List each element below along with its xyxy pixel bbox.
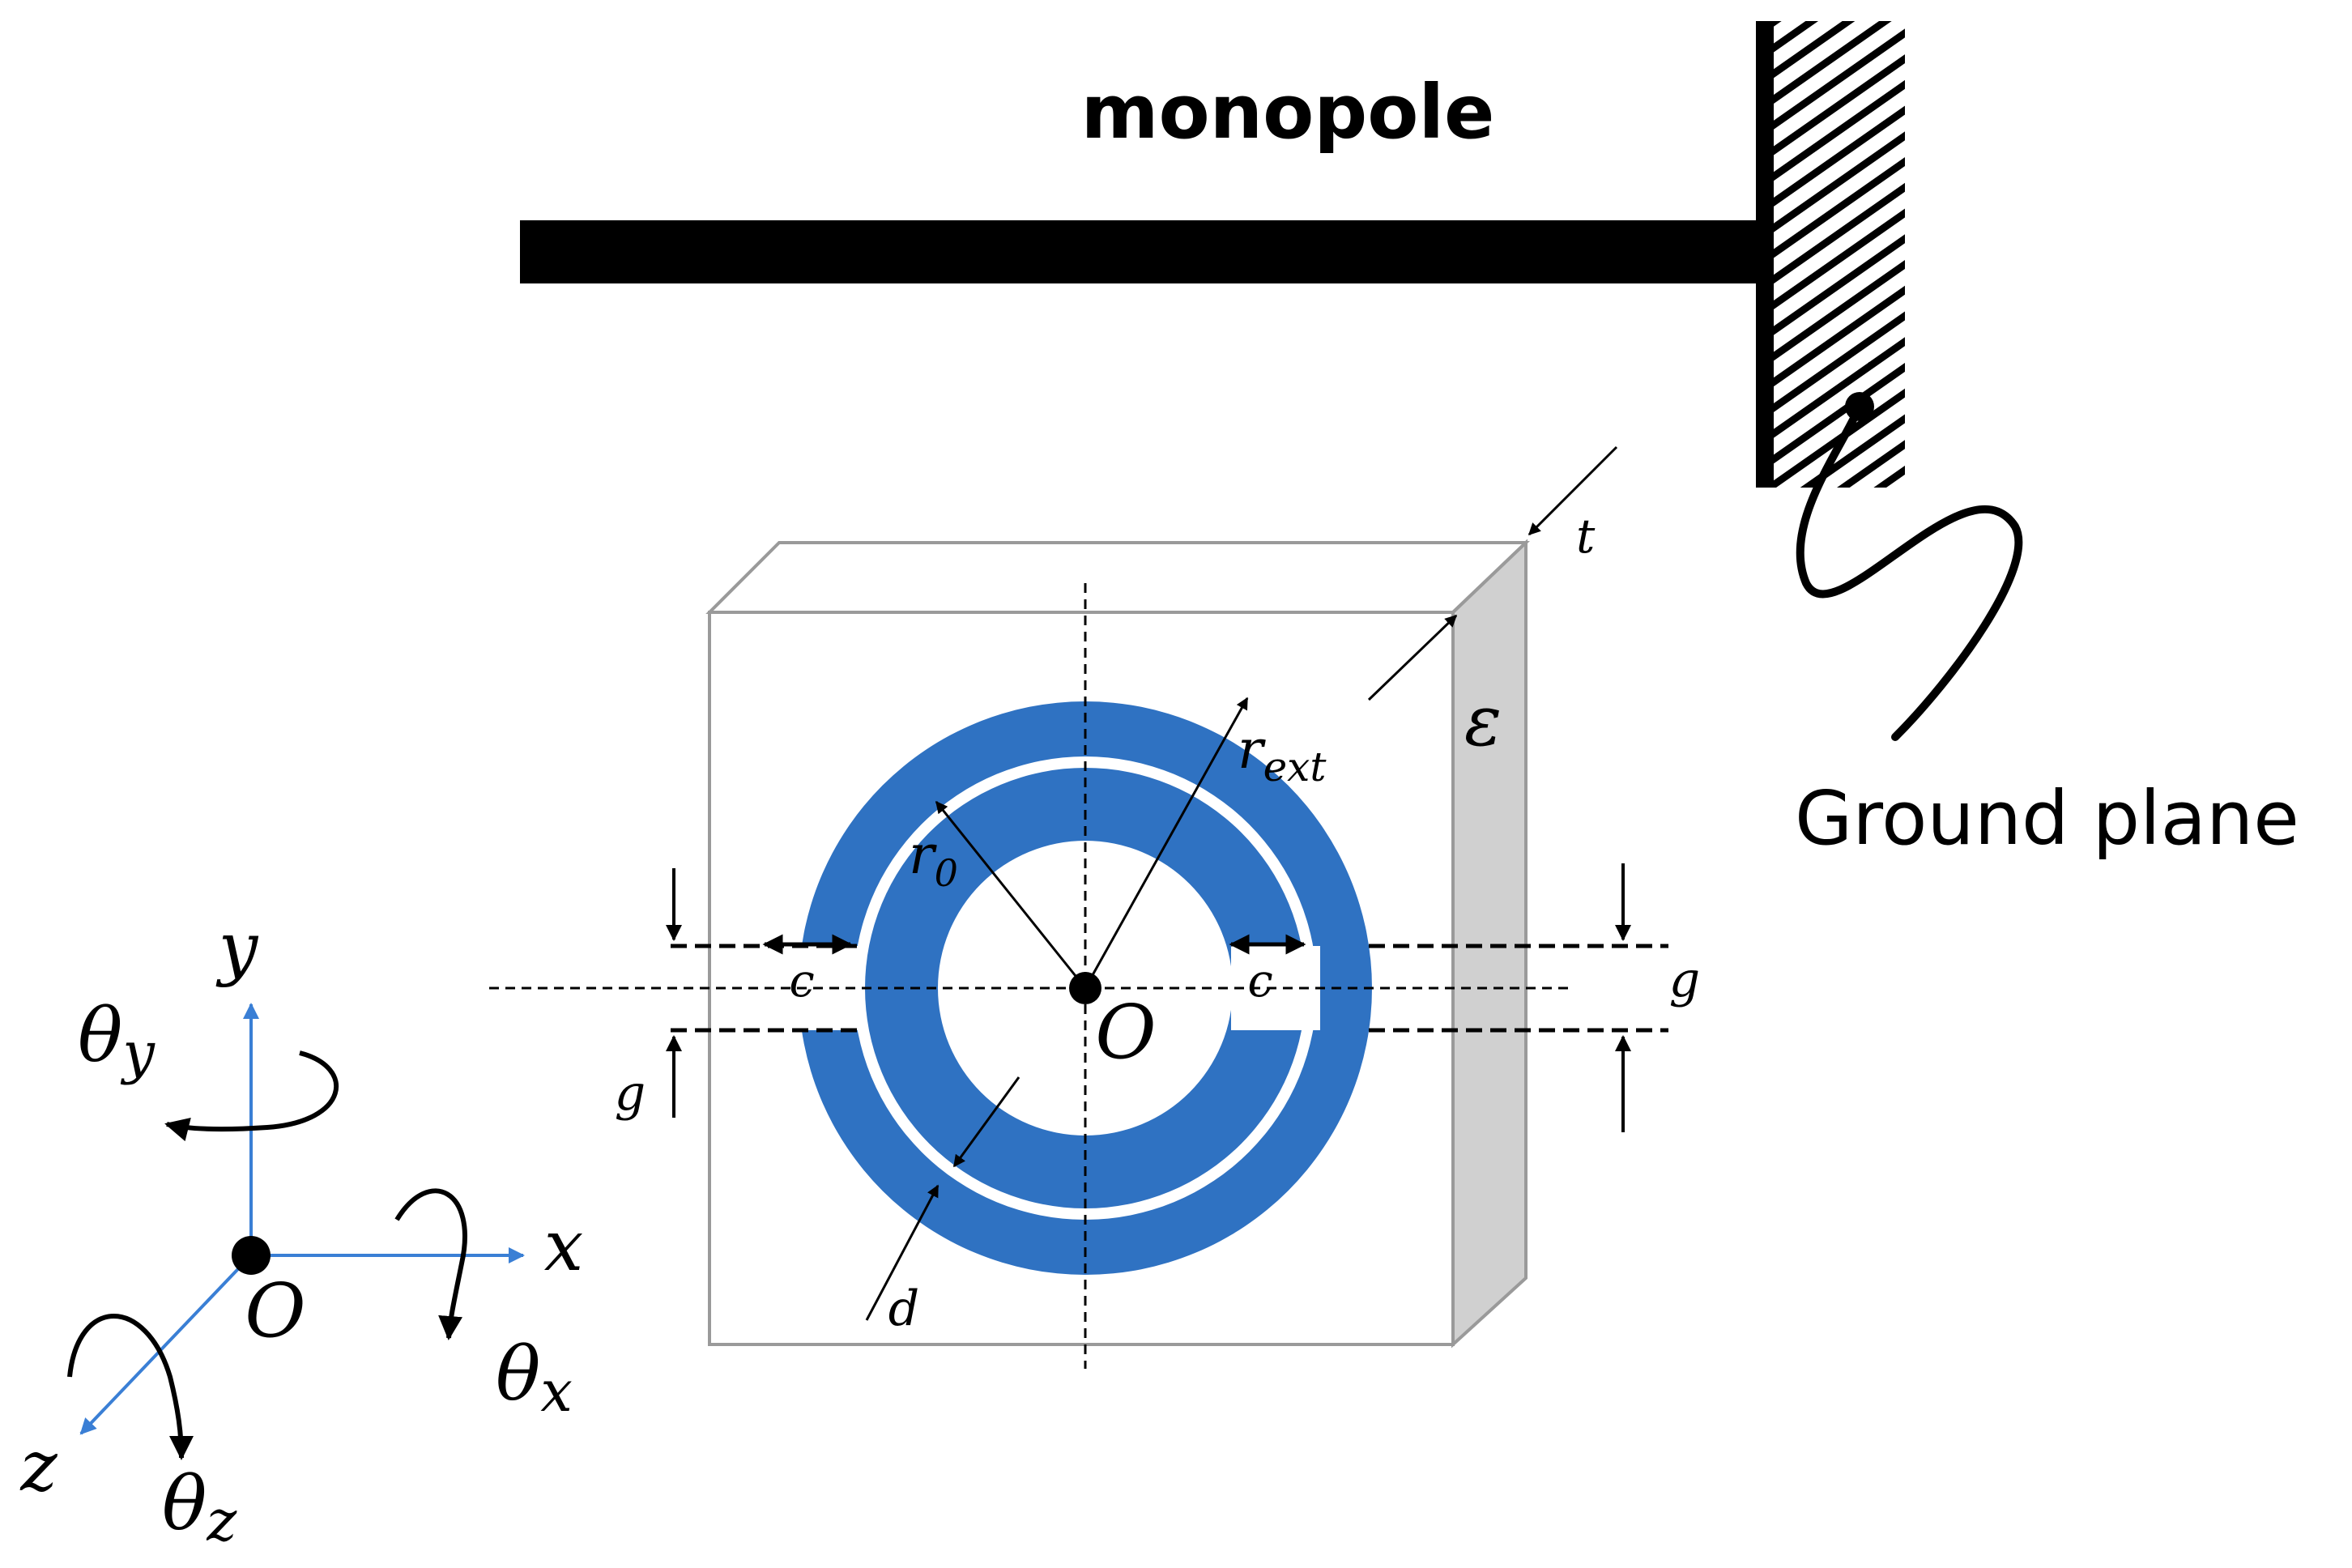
rext-label: rext [1238,718,1327,790]
c-label-right: c [1247,955,1272,1008]
theta-y-label: θy [78,992,156,1086]
ring-center-point [1069,972,1101,1004]
ground-plane-edge [1756,21,1774,488]
rext-arrow [1084,697,1249,989]
ground-lead [1796,403,2023,741]
epsilon-label: ε [1464,681,1502,762]
monopole-title: monopole [1081,69,1495,156]
axes-origin-label: O [245,1268,305,1354]
rext-subscript: ext [1263,744,1327,790]
x-axis-label: x [544,1206,584,1287]
theta-z-label: θz [162,1460,237,1554]
t-label: t [1576,509,1596,564]
rext-base: r [1238,718,1266,781]
theta-y-rotation-arrow [164,1050,339,1142]
y-axis-label: y [215,908,259,989]
ground-feed-point [1845,392,1874,421]
monopole-rod [520,220,1767,283]
theta-z-subscript: z [206,1488,237,1554]
ring-origin-label: O [1095,989,1156,1076]
g-label-left: g [615,1065,646,1122]
substrate-side-face [1451,539,1528,1349]
theta-z-symbol: θ [162,1460,207,1547]
z-axis-label: z [19,1426,58,1507]
d-arrow-inner [952,1076,1020,1168]
theta-y-subscript: y [120,1020,156,1086]
z-axis [79,1254,253,1435]
substrate-thickness-arrow [1367,614,1458,701]
ground-plane-hatch [1756,21,1905,488]
theta-z-rotation-arrow [67,1314,194,1460]
ground-plane-label: Ground plane [1795,775,2299,862]
theta-x-label: θx [496,1331,573,1425]
g-label-right: g [1669,952,1700,1008]
theta-x-subscript: x [540,1358,572,1425]
d-label: d [888,1280,919,1337]
theta-y-symbol: θ [78,992,122,1079]
theta-x-rotation-arrow [394,1188,467,1340]
c-label-left: c [789,955,814,1008]
t-arrow [1528,445,1618,536]
outer-ring-slit [761,946,859,1030]
r0-base: r [909,824,937,886]
r0-subscript: 0 [935,851,958,895]
d-arrow-outer [865,1184,940,1321]
axes-origin-point [232,1236,271,1275]
theta-x-symbol: θ [496,1331,540,1417]
substrate-top-face [705,541,1530,614]
r0-arrow [935,800,1087,989]
r0-label: r0 [909,824,958,895]
